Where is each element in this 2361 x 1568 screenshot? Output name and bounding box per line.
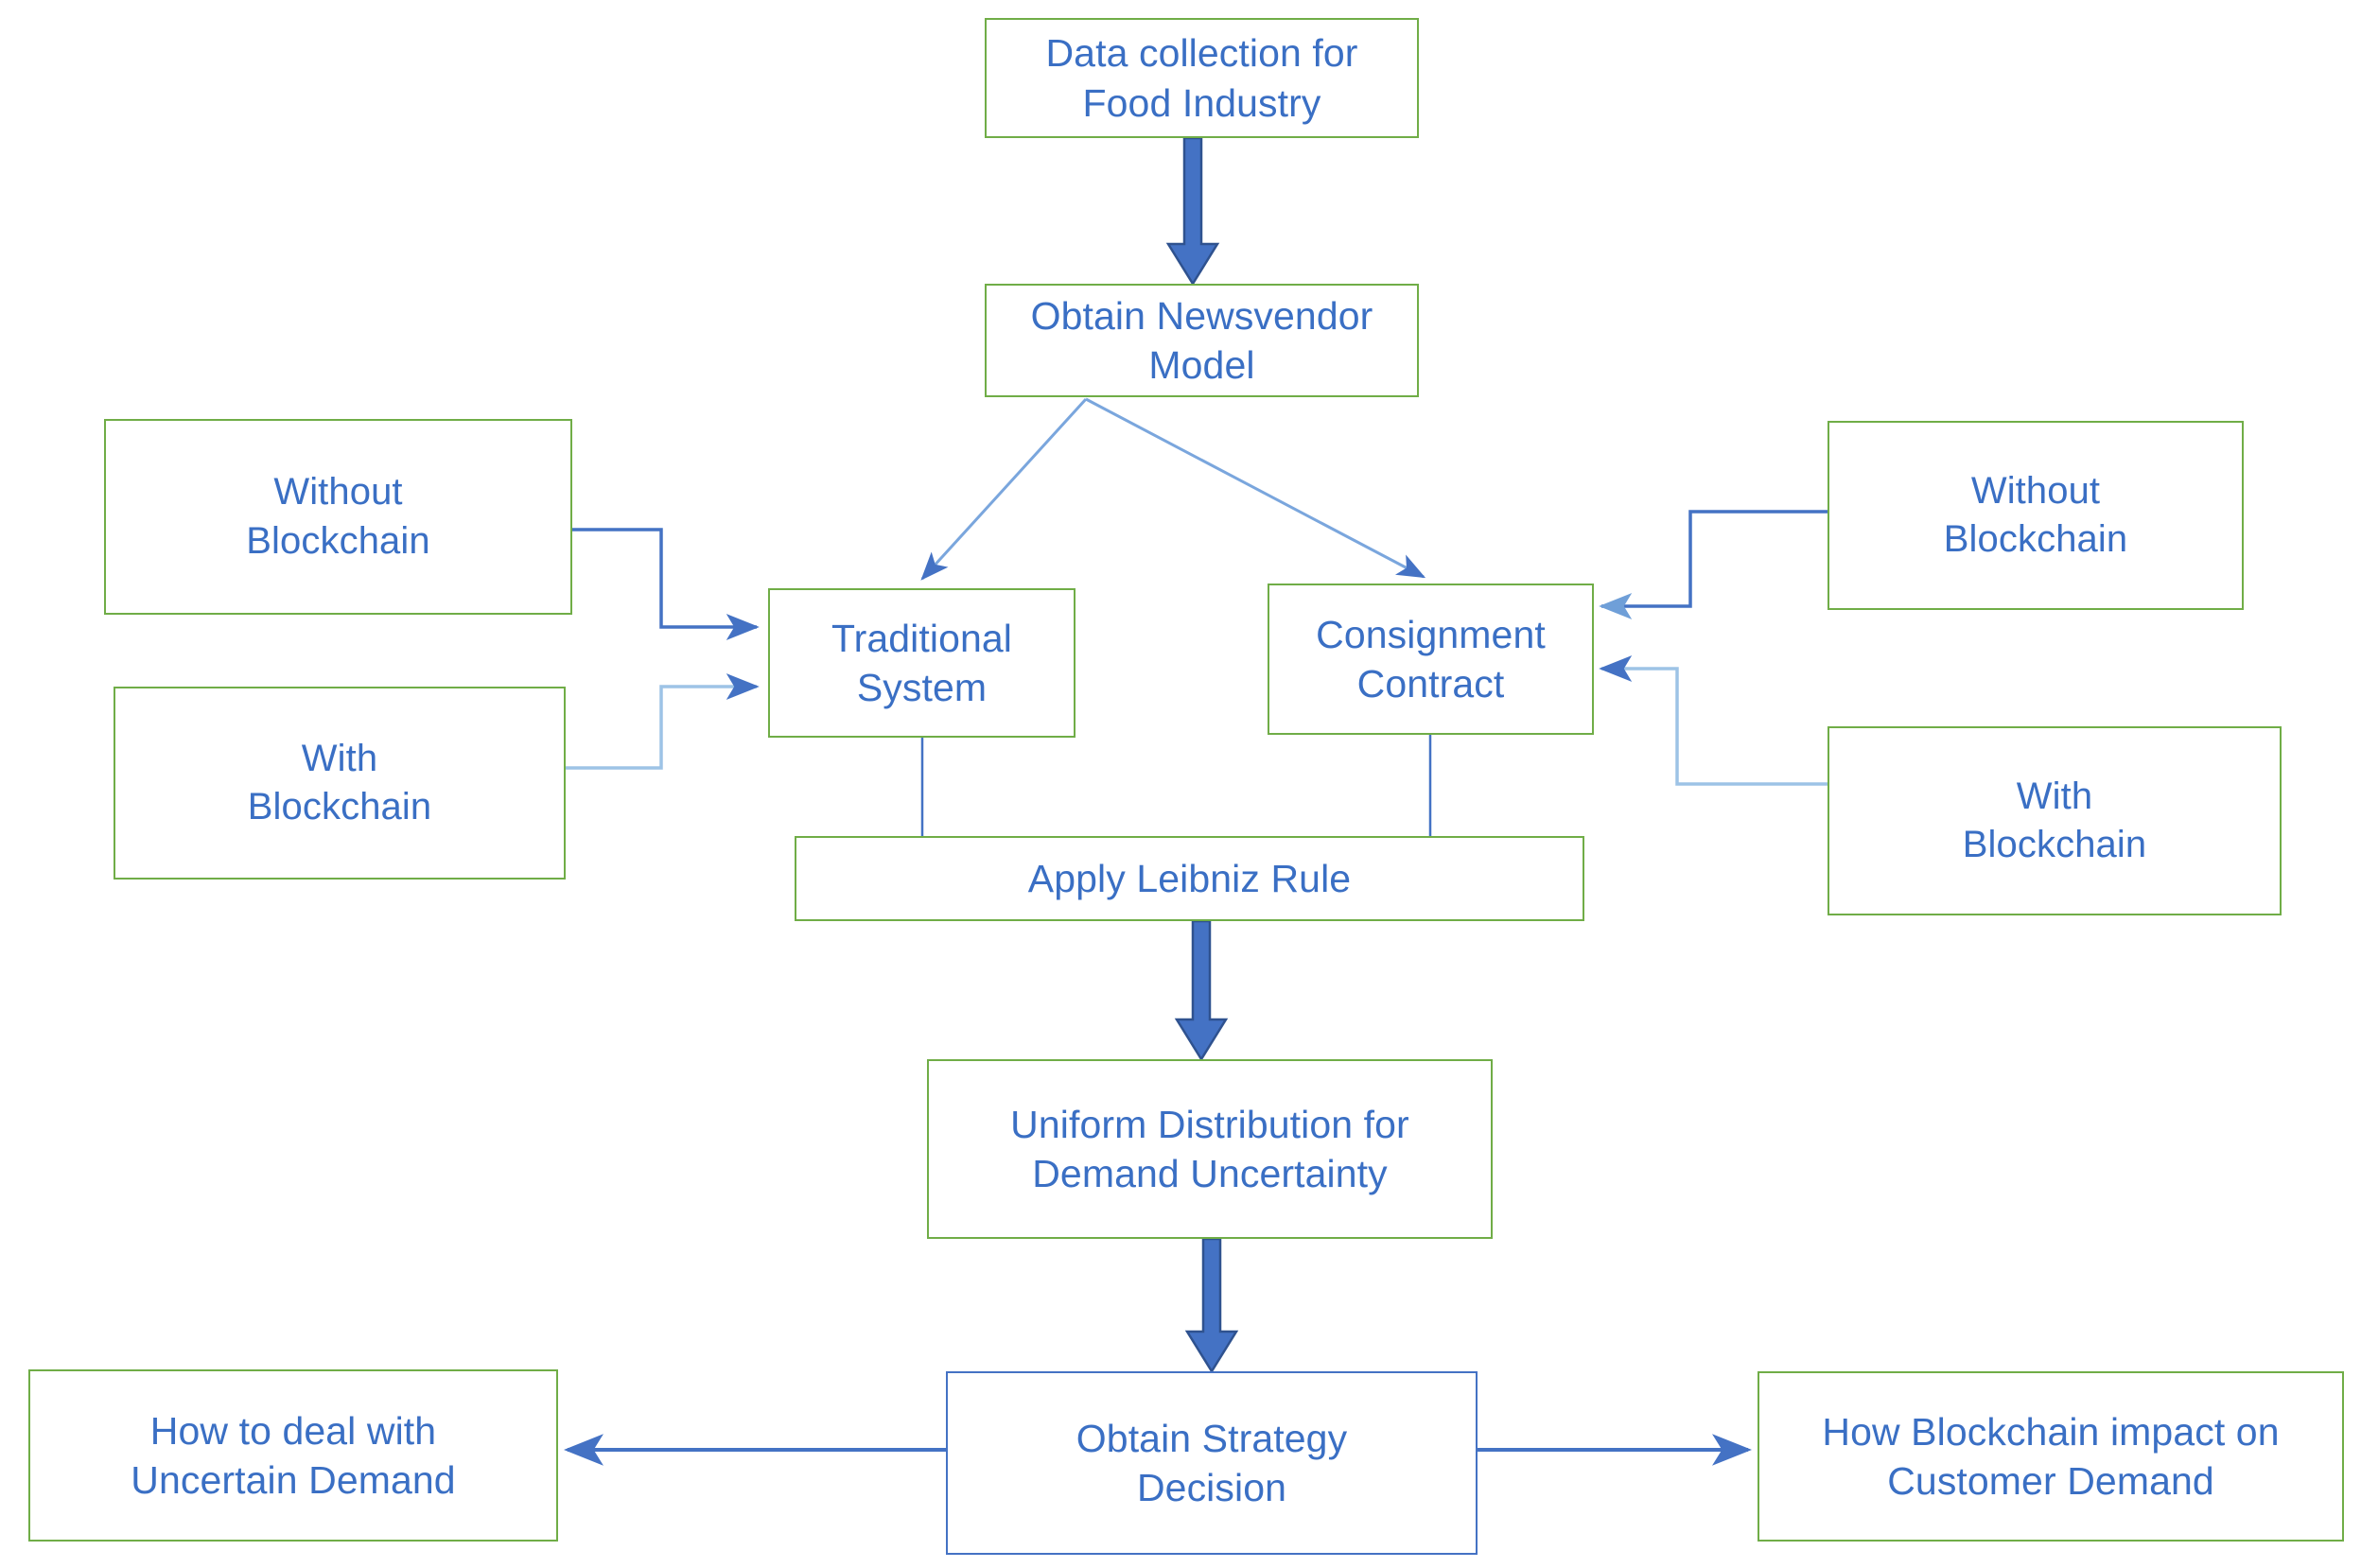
node-uniform-distribution[interactable]: Uniform Distribution for Demand Uncertai… [927, 1059, 1493, 1239]
node-without-blockchain-left[interactable]: Without Blockchain [104, 419, 572, 615]
node-blockchain-impact[interactable]: How Blockchain impact on Customer Demand [1758, 1371, 2344, 1542]
node-apply-leibniz-rule[interactable]: Apply Leibniz Rule [795, 836, 1584, 921]
node-uncertain-demand[interactable]: How to deal with Uncertain Demand [28, 1369, 558, 1542]
connector-without-blockchain-left-to-traditional [572, 528, 760, 641]
connector-with-blockchain-right-to-consignment [1599, 654, 1828, 786]
connector-newsvendor-to-traditional [920, 397, 1088, 581]
node-consignment-contract[interactable]: Consignment Contract [1268, 584, 1594, 735]
node-obtain-strategy-decision[interactable]: Obtain Strategy Decision [946, 1371, 1478, 1555]
node-obtain-newsvendor-model[interactable]: Obtain Newsvendor Model [985, 284, 1419, 397]
node-with-blockchain-left[interactable]: With Blockchain [114, 687, 566, 880]
node-data-collection[interactable]: Data collection for Food Industry [985, 18, 1419, 138]
node-with-blockchain-right[interactable]: With Blockchain [1828, 726, 2282, 915]
connector-newsvendor-to-consignment [1085, 397, 1426, 579]
connector-uniform-to-strategy [1184, 1237, 1239, 1374]
connector-without-blockchain-right-to-consignment [1599, 510, 1828, 619]
connector-leibniz-to-uniform [1174, 919, 1229, 1062]
node-without-blockchain-right[interactable]: Without Blockchain [1828, 421, 2244, 610]
node-traditional-system[interactable]: Traditional System [768, 588, 1076, 738]
connector-with-blockchain-left-to-traditional [566, 673, 760, 770]
connector-data-to-newsvendor [1165, 136, 1220, 287]
